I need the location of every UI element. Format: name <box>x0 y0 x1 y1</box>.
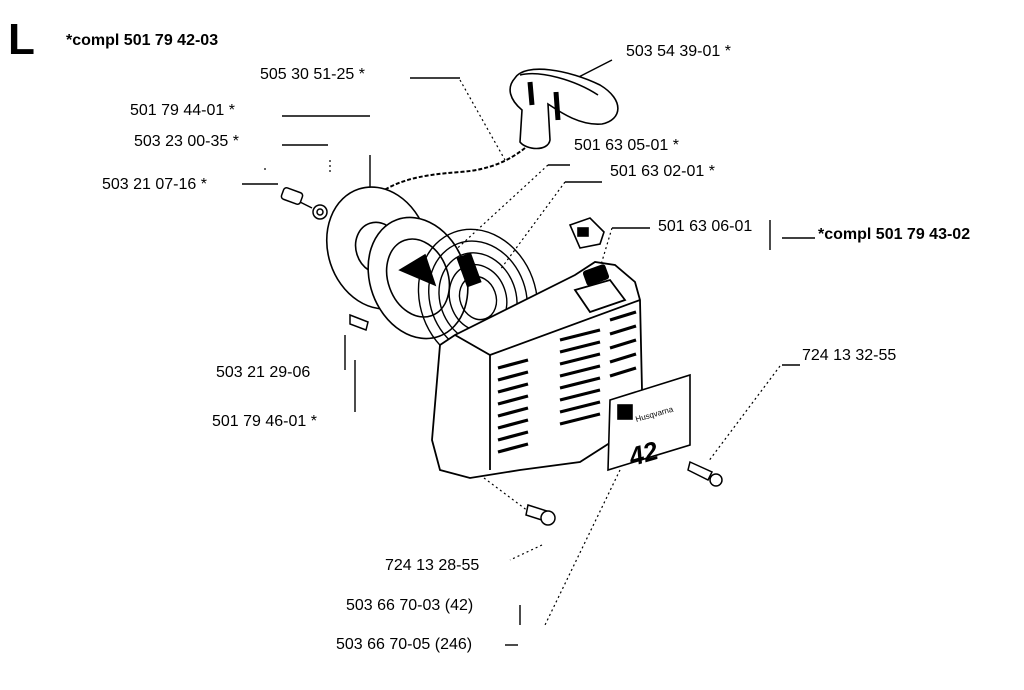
part-label-p2: 505 30 51-25 * <box>260 66 365 83</box>
part-label-p4: 503 23 00-35 * <box>134 133 239 150</box>
starter-pulley-disc <box>367 216 469 340</box>
part-label-p3: 501 79 44-01 * <box>130 102 235 119</box>
screw-left <box>280 187 328 220</box>
dotted-leader-decal <box>544 469 621 626</box>
part-label-p10: 503 21 29-06 <box>216 364 311 381</box>
part-label-p12: 724 13 28-55 <box>385 557 480 574</box>
starter-handle <box>509 68 619 150</box>
part-label-p7: 501 63 02-01 * <box>610 163 715 180</box>
starter-rope <box>364 147 526 206</box>
dotted-leader-p6 <box>449 164 549 256</box>
part-label-p8: 501 63 06-01 <box>658 218 753 235</box>
part-label-p13: 503 66 70-03 (42) <box>346 597 474 614</box>
part-label-p9: 724 13 32-55 <box>802 347 897 364</box>
pawl-part <box>568 217 605 249</box>
part-label-p1: 503 54 39-01 * <box>626 43 731 60</box>
assembly-label-right: *compl 501 79 43-02 <box>818 226 971 243</box>
part-label-p6: 501 63 05-01 * <box>574 137 679 154</box>
section-letter: L <box>8 15 35 64</box>
starter-cover <box>431 261 643 479</box>
dotted-leader-p12 <box>509 544 543 561</box>
part-label-p5: 503 21 07-16 * <box>102 176 207 193</box>
screw-right <box>687 460 723 487</box>
model-decal <box>607 373 691 472</box>
dotted-leader-p9 <box>707 365 781 463</box>
part-label-p11: 501 79 46-01 * <box>212 413 317 430</box>
dotted-leader-p8 <box>599 227 613 269</box>
dotted-leader-p2 <box>459 79 506 161</box>
part-label-p14: 503 66 70-05 (246) <box>336 636 473 653</box>
screw-bottom <box>525 504 556 526</box>
dotted-leader-p7 <box>499 181 566 271</box>
assembly-label-top: *compl 501 79 42-03 <box>66 32 219 49</box>
cover-vents <box>497 310 637 454</box>
screw-pawl <box>349 313 369 331</box>
